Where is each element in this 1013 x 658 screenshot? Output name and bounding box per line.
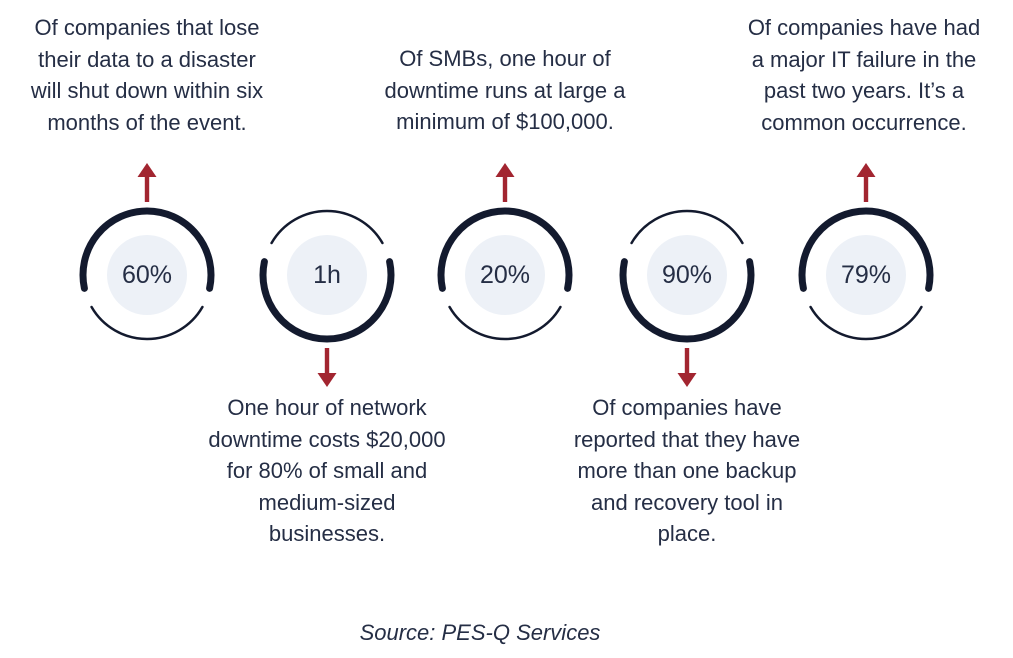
ring-arc-graphic <box>259 209 395 343</box>
stat-value: 1h <box>313 260 341 289</box>
ring-arc-graphic <box>619 209 755 343</box>
stat-caption: Of companies have reported that they hav… <box>573 395 801 546</box>
stat-caption: Of companies have had a major IT failure… <box>747 15 981 135</box>
ring-arc-graphic <box>79 207 215 341</box>
stat-value: 79% <box>840 260 892 289</box>
stat-caption: Of SMBs, one hour of downtime runs at la… <box>384 46 626 134</box>
ring-arc-graphic <box>798 207 934 341</box>
stat-circle: 1h <box>252 200 402 350</box>
down-arrow-icon <box>315 348 339 388</box>
source-attribution: Source: PES-Q Services <box>359 620 601 645</box>
ring-arc-graphic <box>437 207 573 341</box>
stat-value: 20% <box>479 260 531 289</box>
stat-circle: 79% <box>791 200 941 350</box>
stat-circle: 90% <box>612 200 762 350</box>
down-arrow-icon <box>675 348 699 388</box>
stat-value: 60% <box>121 260 173 289</box>
stat-caption: One hour of network downtime costs $20,0… <box>208 395 446 546</box>
up-arrow-icon <box>854 162 878 202</box>
stat-value: 90% <box>661 260 713 289</box>
up-arrow-icon <box>493 162 517 202</box>
stat-circle: 60% <box>72 200 222 350</box>
stat-caption: Of companies that lose their data to a d… <box>30 15 264 135</box>
up-arrow-icon <box>135 162 159 202</box>
stat-circle: 20% <box>430 200 580 350</box>
